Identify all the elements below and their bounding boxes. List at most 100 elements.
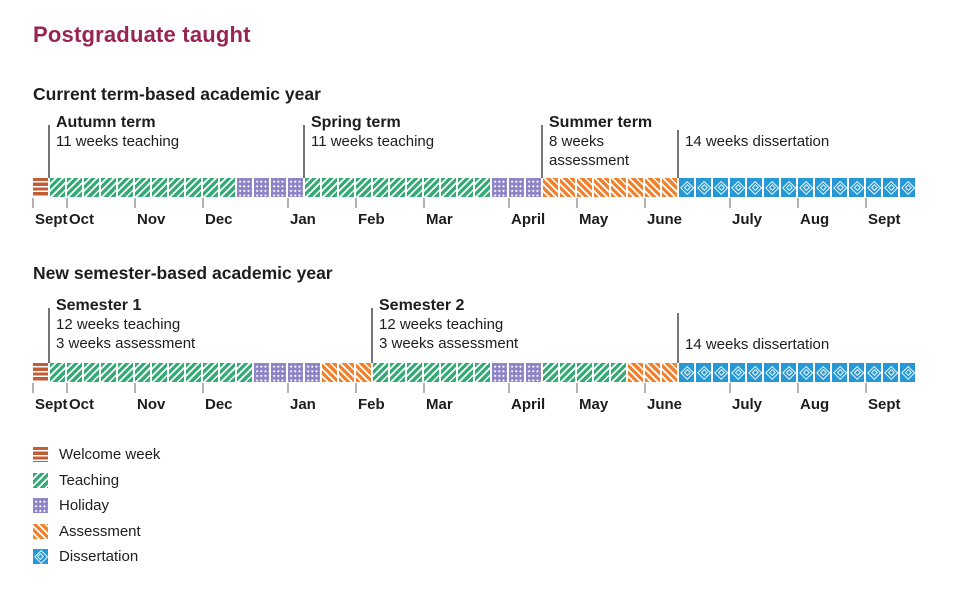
month-label: Feb [358,396,385,413]
month-label: Sept [35,211,68,228]
week-cell-dissertation [696,363,712,382]
month-label: Oct [68,396,94,413]
month-tick [729,383,731,393]
legend-label: Welcome week [59,446,161,463]
week-cell-teaching [441,178,457,197]
month-label: Sept [867,396,901,413]
timeline-bar [33,363,917,382]
month-tick [202,383,204,393]
week-cell-assessment [644,178,661,197]
week-cell-teaching [118,178,134,197]
month-label: Jan [290,396,316,413]
week-cell-dissertation [713,363,729,382]
week-cell-assessment [594,178,610,197]
week-cell-holiday [254,178,270,197]
month-tick [507,198,510,208]
week-cell-teaching [101,363,117,382]
annotation-title: Spring term [310,114,401,131]
month-tick [355,383,357,393]
week-cell-assessment [577,178,593,197]
week-cell-teaching [355,178,372,197]
dissertation-swatch [33,549,49,565]
week-cell-teaching [169,178,185,197]
annotation-detail: 3 weeks assessment [55,334,196,352]
week-cell-teaching [84,178,100,197]
week-cell-teaching [390,363,406,382]
month-tick [643,383,646,393]
legend-label: Dissertation [59,548,139,565]
week-cell-assessment [610,178,627,197]
week-cell-holiday [237,178,253,197]
week-cell-teaching [152,363,168,382]
annotation-line [677,313,679,363]
week-cell-teaching [373,178,389,197]
timeline-bar [33,178,917,197]
page-title: Postgraduate taught [33,22,251,47]
section-heading-semester-year: New semester-based academic year [33,263,333,283]
month-tick [507,383,510,393]
week-cell-teaching [185,363,202,382]
annotation-line [541,125,543,178]
legend-item: Welcome week [33,447,160,462]
month-tick [134,198,136,208]
month-label: June [646,211,682,228]
week-cell-teaching [169,363,185,382]
month-label: Jan [290,211,316,228]
week-cell-dissertation [730,178,746,197]
month-label: Feb [358,211,385,228]
week-cell-teaching [203,178,219,197]
month-tick [423,198,425,208]
annotation-line [47,125,50,178]
legend-item: Holiday [33,498,160,513]
month-tick [864,383,867,393]
week-cell-dissertation [764,363,780,382]
month-label: May [578,211,609,228]
legend-item: Dissertation [33,548,160,565]
month-label: Nov [137,396,166,413]
month-tick [643,198,646,208]
month-label: June [646,396,682,413]
week-cell-holiday [492,178,508,197]
week-cell-holiday [271,363,287,382]
week-cell-teaching [475,363,491,382]
annotation-line [47,308,50,363]
week-cell-teaching [50,178,66,197]
month-tick [355,198,357,208]
week-cell-teaching [594,363,610,382]
legend-label: Holiday [59,497,110,514]
annotation-detail: 14 weeks dissertation [685,133,830,150]
month-label: July [732,396,763,413]
month-label: Aug [799,211,830,228]
week-cell-assessment [628,178,644,197]
month-tick [423,383,425,393]
week-cell-welcome [33,178,49,197]
week-cell-teaching [577,363,593,382]
month-tick [65,198,68,208]
annotation-detail: 11 weeks teaching [310,133,435,150]
month-label: Nov [137,211,166,228]
week-cell-dissertation [747,363,763,382]
week-cell-dissertation [713,178,729,197]
week-cell-teaching [152,178,168,197]
month-label: May [578,396,609,413]
month-tick [575,383,578,393]
month-label: July [732,211,763,228]
week-cell-teaching [101,178,117,197]
month-label: Dec [205,211,233,228]
week-cell-dissertation [832,363,848,382]
week-cell-teaching [338,178,355,197]
week-cell-teaching [185,178,202,197]
annotation-title: Summer term [549,114,653,131]
week-cell-teaching [407,363,423,382]
teaching-swatch [33,472,48,488]
annotation-text: Spring term 11 weeks teaching [311,112,434,152]
week-cell-teaching [458,363,474,382]
annotation-line [302,125,305,178]
annotation-detail: 11 weeks teaching [55,133,180,150]
